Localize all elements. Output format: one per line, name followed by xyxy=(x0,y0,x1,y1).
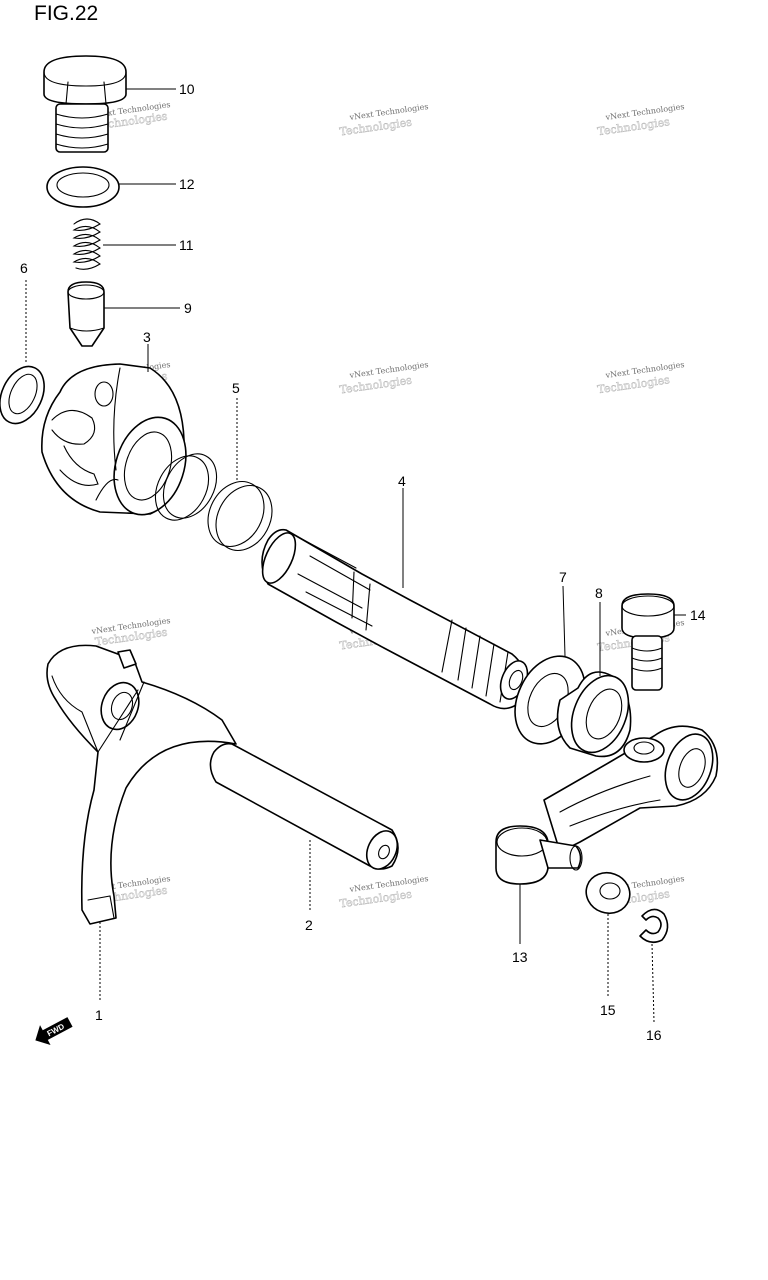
callout-16: 16 xyxy=(646,1027,662,1043)
callout-12: 12 xyxy=(179,176,195,192)
part-5-springs xyxy=(154,453,273,551)
part-15-washer xyxy=(585,871,631,915)
callout-labels: 1 2 3 4 5 6 7 8 9 10 11 12 13 14 15 16 xyxy=(20,81,706,1043)
part-12-washer xyxy=(46,166,120,208)
part-1-gear-shift-fork xyxy=(46,644,237,925)
watermark: vNext Technologies Technologies xyxy=(338,874,429,911)
callout-10: 10 xyxy=(179,81,195,97)
callout-11: 11 xyxy=(179,237,194,253)
callout-1: 1 xyxy=(95,1007,103,1023)
callout-13: 13 xyxy=(512,949,528,965)
watermark: vNext Technologies Technologies xyxy=(90,616,171,649)
part-3-gear-shift-cam xyxy=(41,363,187,516)
callout-7: 7 xyxy=(559,569,567,585)
part-14-bolt xyxy=(621,593,675,691)
part-9-stopper-pin xyxy=(67,281,105,347)
callout-14: 14 xyxy=(690,607,706,623)
forward-direction-badge: FWD xyxy=(35,1017,73,1045)
part-11-spring xyxy=(72,218,101,270)
part-6-washer xyxy=(0,365,45,425)
part-13-shift-arm xyxy=(495,725,719,885)
callout-8: 8 xyxy=(595,585,603,601)
watermark: vNext Technologies Technologies xyxy=(338,360,429,397)
callout-9: 9 xyxy=(184,300,192,316)
part-16-circlip xyxy=(639,908,669,944)
part-10-plug-bolt xyxy=(43,55,127,153)
callout-4: 4 xyxy=(398,473,406,489)
watermark: vNext Technologies Technologies xyxy=(596,360,685,396)
callout-3: 3 xyxy=(143,329,151,345)
callout-2: 2 xyxy=(305,917,313,933)
part-2-shift-rod xyxy=(209,742,399,870)
callout-6: 6 xyxy=(20,260,28,276)
part-8-oil-seal xyxy=(556,671,632,758)
callout-15: 15 xyxy=(600,1002,616,1018)
callout-5: 5 xyxy=(232,380,240,396)
leader-lines xyxy=(25,88,686,1023)
watermark: vNext Technologies Technologies xyxy=(338,102,429,139)
part-4-gear-shift-shaft xyxy=(261,528,529,710)
figure-title: FIG.22 xyxy=(34,2,99,25)
watermark: vNext Technologies Technologies xyxy=(596,102,685,138)
